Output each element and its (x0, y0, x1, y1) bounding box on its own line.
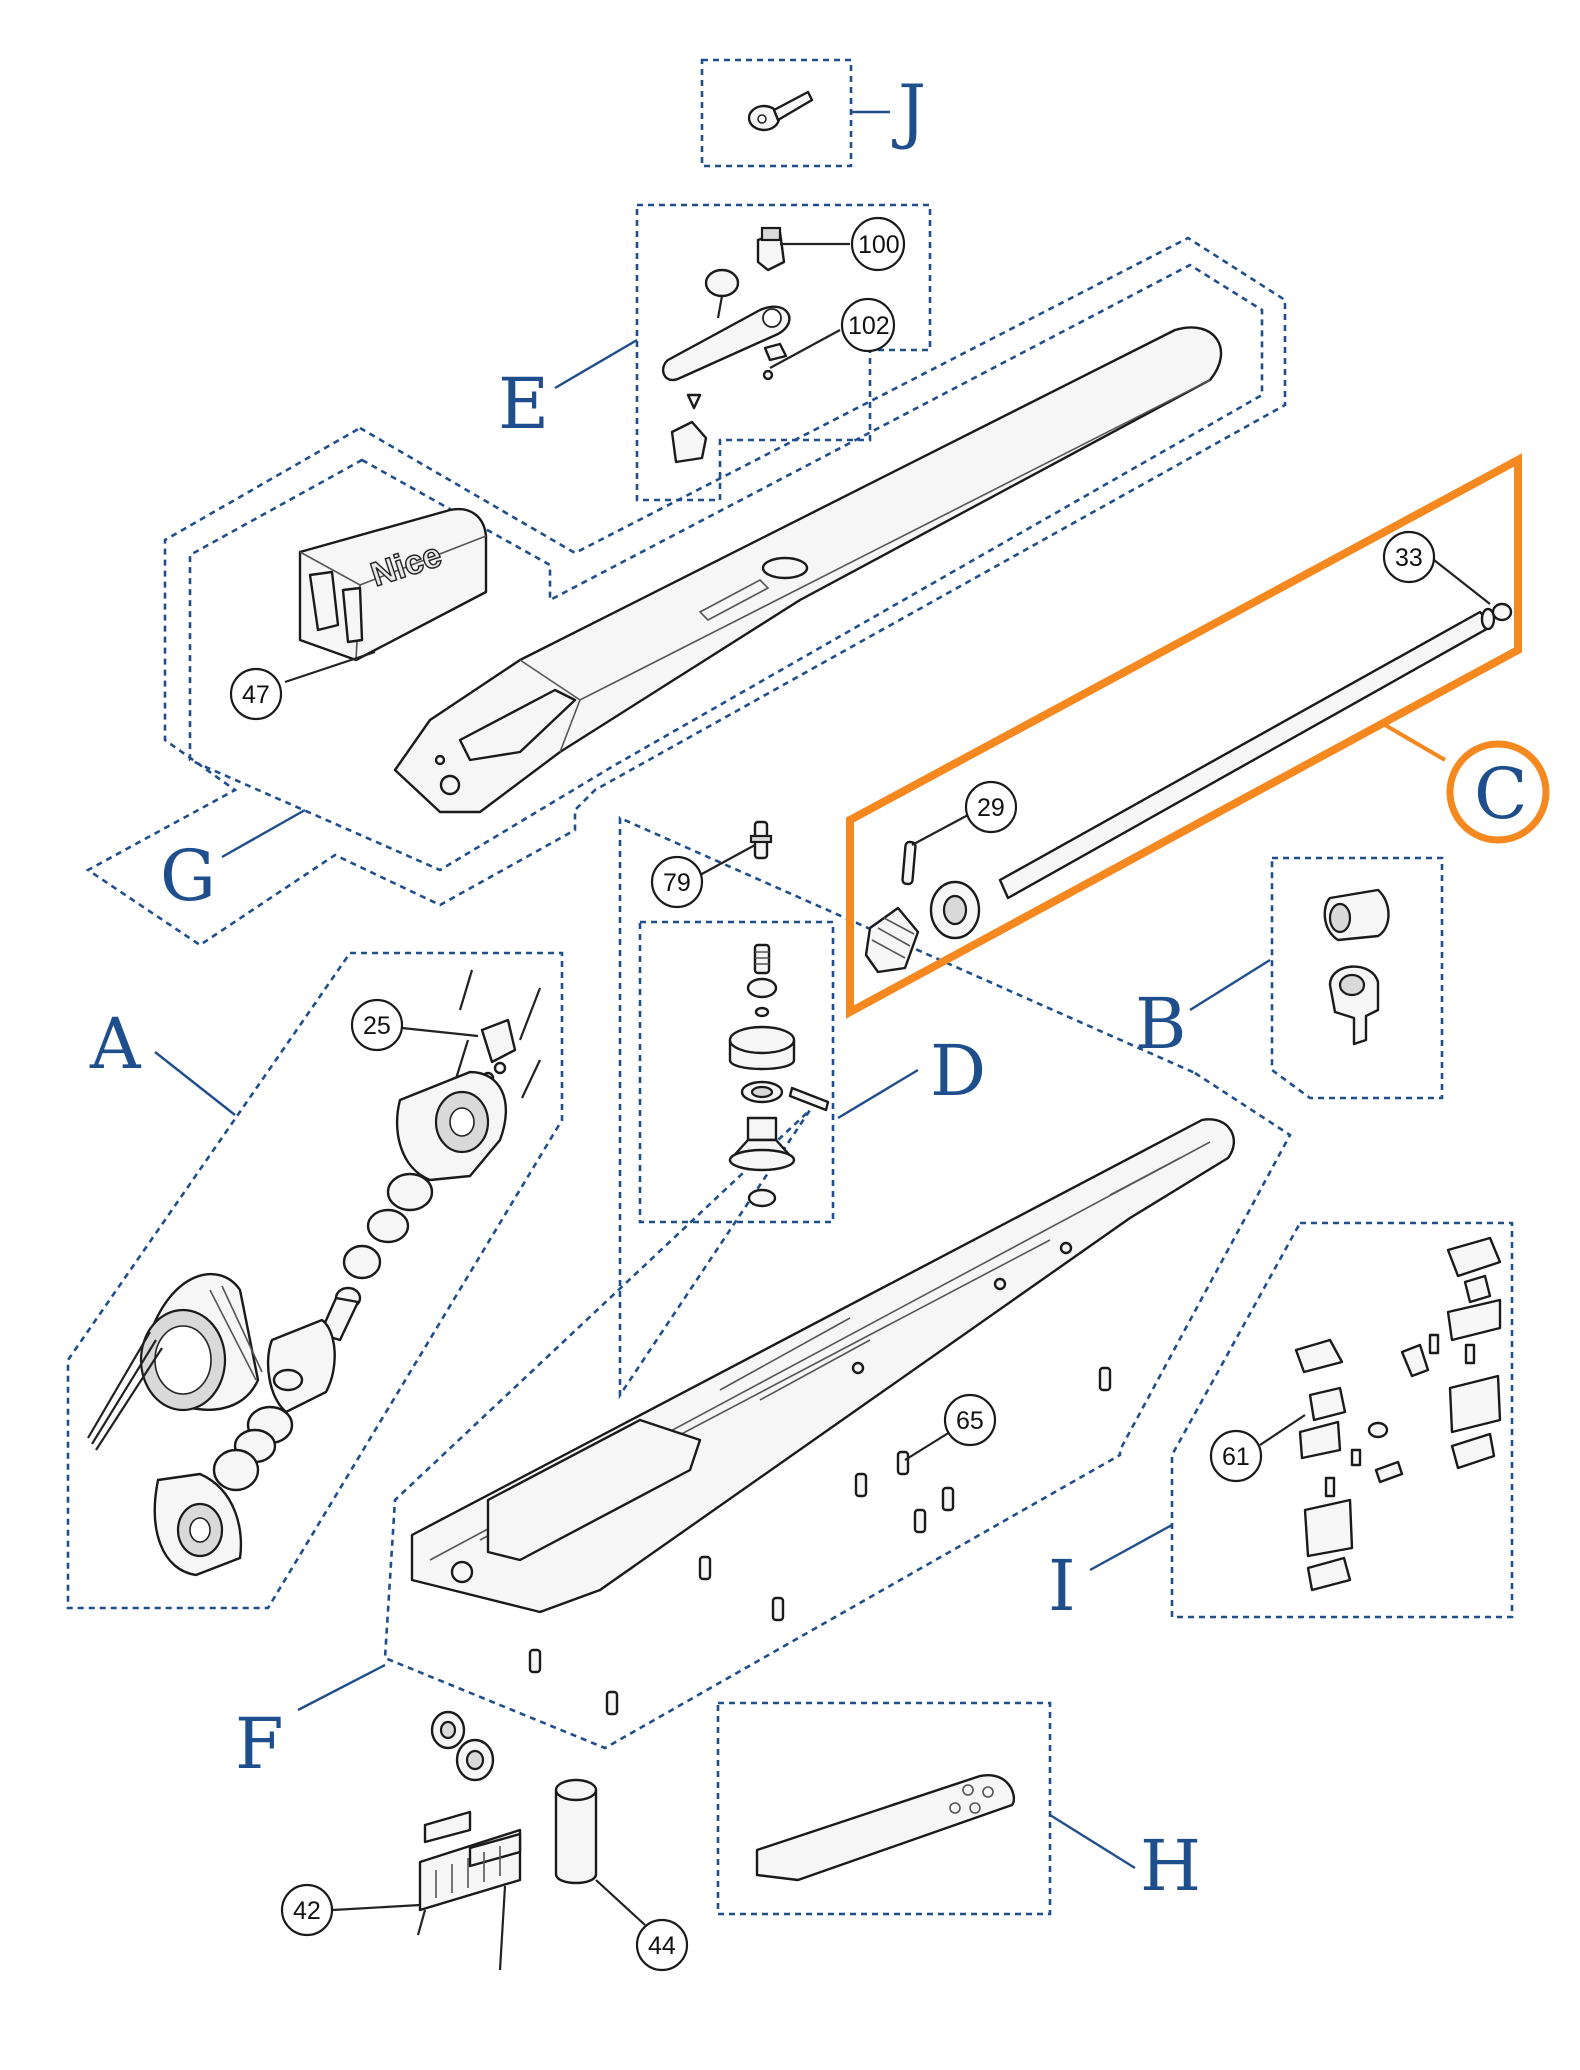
pin-79-part[interactable] (749, 820, 773, 860)
group-label-d: D (930, 1030, 986, 1112)
group-j-box[interactable] (700, 58, 853, 168)
electronic-bits[interactable] (1294, 1236, 1502, 1592)
group-outlines (66, 58, 1522, 1916)
shaft-assembly[interactable] (864, 602, 1513, 974)
callout-44[interactable] (635, 1918, 689, 1972)
callout-47-label: 47 (242, 681, 270, 709)
terminal-block-part[interactable] (416, 1810, 522, 1971)
group-letters: J E G A B D I F H C (89, 70, 1550, 1907)
group-label-a: A (89, 1003, 142, 1085)
group-c-highlight[interactable] (846, 453, 1522, 1019)
screw-set[interactable] (528, 1366, 1112, 1716)
callout-65[interactable] (943, 1393, 997, 1447)
screw (1098, 1366, 1112, 1392)
motor-assembly[interactable] (87, 969, 542, 1577)
callout-100[interactable] (850, 216, 906, 272)
cable-glands[interactable] (430, 1710, 495, 1782)
group-label-i: I (1048, 1545, 1076, 1627)
nice-cover-part[interactable]: Nice (298, 507, 488, 662)
screw (896, 1450, 910, 1476)
callout-29[interactable] (964, 780, 1018, 834)
group-label-g: G (160, 835, 216, 917)
group-g-outline[interactable] (85, 236, 1287, 947)
group-label-j: J (892, 70, 926, 152)
callout-61[interactable] (1209, 1429, 1263, 1483)
callout-102-label: 102 (848, 312, 890, 340)
callout-79-label: 79 (663, 869, 691, 897)
main-housing-part[interactable] (393, 326, 1223, 814)
group-i-outline[interactable] (1170, 1221, 1514, 1619)
group-label-h: H (1140, 1825, 1201, 1907)
callout-100-label: 100 (858, 231, 900, 259)
screw (854, 1472, 868, 1498)
group-label-b: B (1135, 983, 1186, 1065)
callout-25[interactable] (350, 998, 404, 1052)
screw (771, 1596, 785, 1622)
group-a-outline[interactable] (66, 951, 564, 1610)
callout-44-label: 44 (648, 1932, 676, 1960)
leader-lines (154, 110, 1447, 1870)
key-part[interactable] (747, 90, 814, 132)
callout-33[interactable] (1382, 530, 1436, 584)
group-label-f: F (235, 1703, 284, 1785)
screw (913, 1508, 927, 1534)
callout-42-label: 42 (293, 1897, 321, 1925)
screw (698, 1555, 712, 1581)
callout-33-label: 33 (1395, 544, 1423, 572)
screw (941, 1486, 955, 1512)
group-h-box[interactable] (716, 1701, 1052, 1916)
screw (605, 1690, 619, 1716)
callout-102[interactable] (840, 297, 896, 353)
part-callouts: 100 102 47 33 29 79 25 65 61 42 44 (229, 216, 1491, 1972)
cylinder-44-part[interactable] (554, 1778, 598, 1885)
group-f-outline[interactable] (383, 816, 1292, 1750)
plate-h-part[interactable] (755, 1773, 1016, 1882)
bracket-parts[interactable] (1323, 888, 1390, 1046)
release-lever-kit[interactable] (661, 226, 791, 464)
group-d-box[interactable] (638, 920, 835, 1224)
group-label-e: E (498, 363, 549, 445)
callout-65-label: 65 (956, 1407, 984, 1435)
callout-61-label: 61 (1222, 1443, 1250, 1471)
callout-42[interactable] (280, 1883, 334, 1937)
gear-stack[interactable] (728, 943, 830, 1208)
screw (528, 1648, 542, 1674)
group-e-box[interactable] (635, 203, 932, 502)
group-c-badge[interactable] (1446, 740, 1550, 844)
group-label-c: C (1474, 753, 1528, 835)
callout-25-label: 25 (363, 1012, 391, 1040)
base-tray-part[interactable] (410, 1118, 1235, 1614)
callout-29-label: 29 (977, 794, 1005, 822)
callout-47[interactable] (229, 667, 283, 721)
group-b-outline[interactable] (1270, 856, 1444, 1100)
group-g-inner (188, 263, 1264, 872)
callout-79[interactable] (650, 855, 704, 909)
